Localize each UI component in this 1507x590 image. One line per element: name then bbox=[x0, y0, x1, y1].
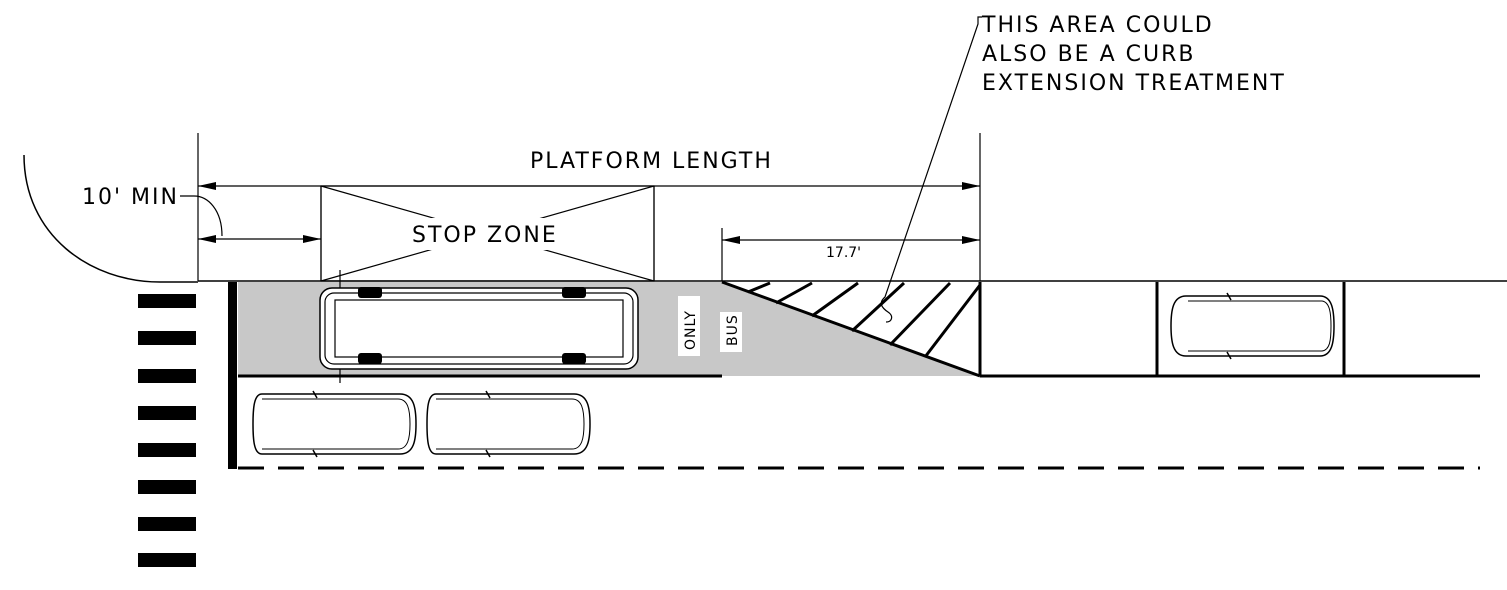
callout-text-line1: THIS AREA COULD bbox=[981, 13, 1214, 38]
car-icon-3 bbox=[1170, 292, 1335, 360]
callout-text-line3: EXTENSION TREATMENT bbox=[982, 71, 1286, 96]
crosswalk bbox=[138, 294, 196, 567]
stop-zone-label: STOP ZONE bbox=[412, 223, 558, 248]
car-icon-1 bbox=[252, 390, 417, 458]
curb-corner-arc bbox=[23, 154, 198, 283]
min-distance-label: 10' MIN bbox=[82, 185, 179, 210]
pavement-marking-only: ONLY bbox=[683, 310, 699, 350]
curb-extension-hatching bbox=[747, 281, 982, 358]
car-icon-2 bbox=[426, 390, 591, 458]
min-distance-dimension bbox=[180, 195, 321, 243]
callout-leader bbox=[880, 16, 982, 323]
taper-dimension-label: 17.7' bbox=[826, 245, 861, 261]
pavement-marking-bus: BUS bbox=[725, 314, 741, 346]
only-marking-bg bbox=[678, 296, 700, 356]
taper-dimension bbox=[722, 236, 980, 244]
platform-length-label: PLATFORM LENGTH bbox=[530, 149, 773, 174]
stop-zone-label-mask bbox=[404, 218, 570, 250]
callout-text-line2: ALSO BE A CURB bbox=[982, 42, 1195, 67]
stop-bar bbox=[228, 282, 237, 469]
bus-icon bbox=[319, 270, 639, 383]
bus-marking-bg bbox=[720, 312, 742, 352]
parking-stall bbox=[1155, 282, 1346, 376]
taper-line bbox=[721, 280, 981, 378]
